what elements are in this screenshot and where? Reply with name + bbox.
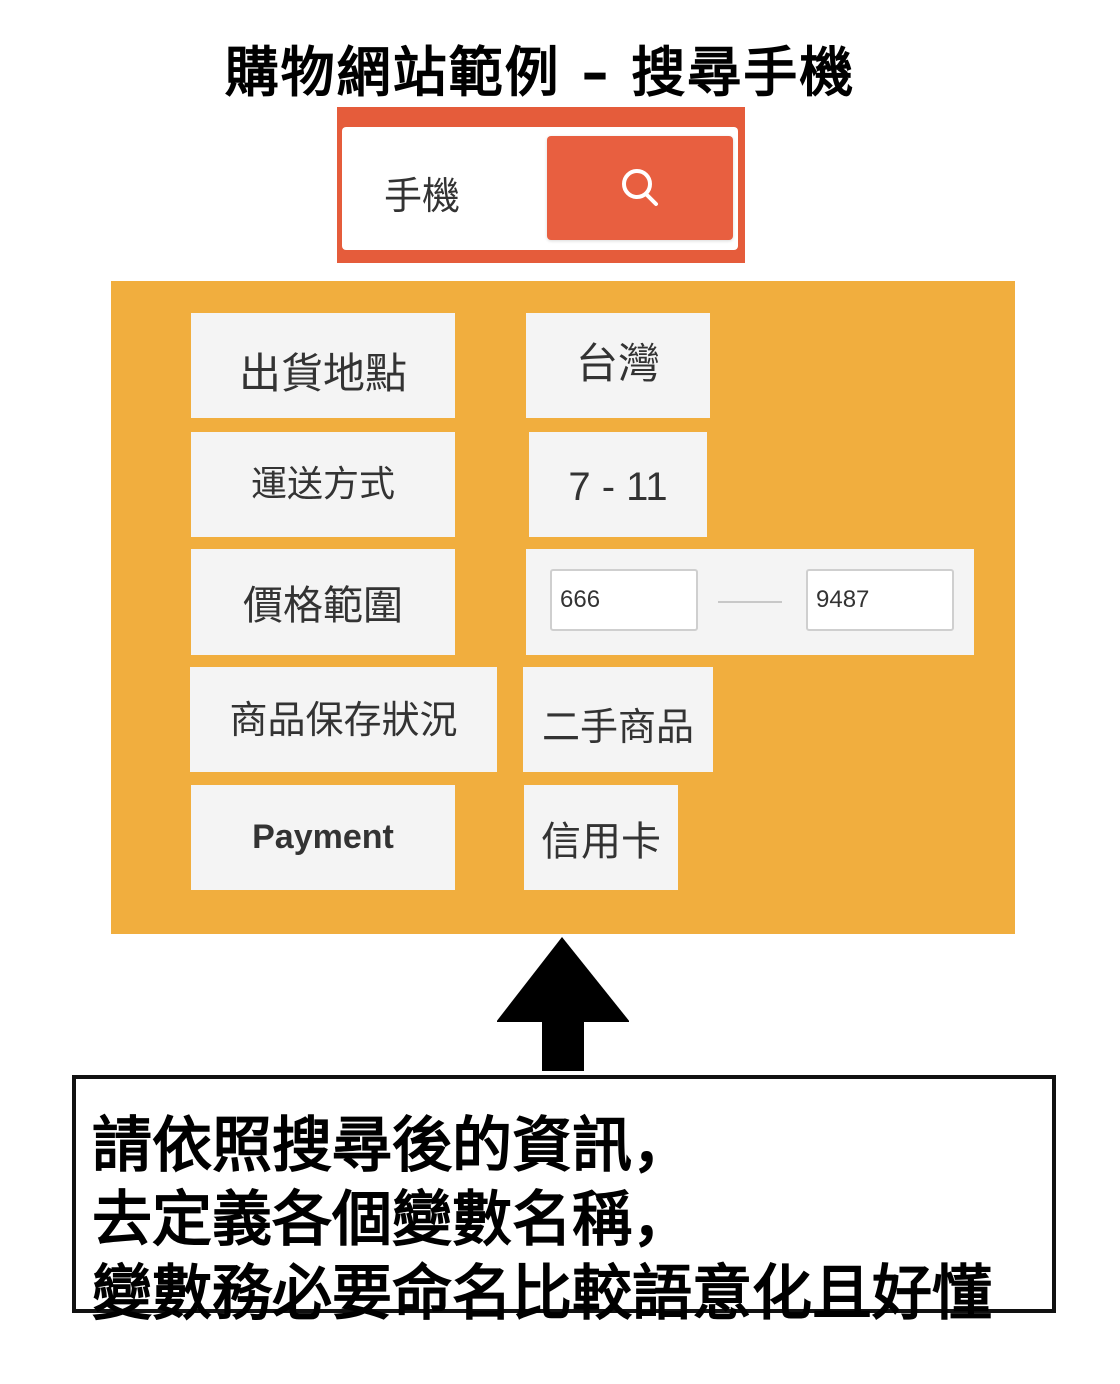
- search-input-container[interactable]: 手機: [342, 127, 738, 250]
- filter-label-ship-from: 出貨地點: [191, 313, 455, 418]
- filter-value-shipping-method[interactable]: 7 - 11: [529, 432, 707, 537]
- filter-value-item-condition[interactable]: 二手商品: [523, 667, 713, 772]
- filter-panel: 出貨地點 台灣 運送方式 7 - 11 價格範圍 666 9487 商品保存狀況…: [111, 281, 1015, 934]
- filter-value-text: 信用卡: [541, 818, 661, 865]
- page-title: 購物網站範例 – 搜尋手機: [224, 41, 856, 104]
- filter-label-text: 出貨地點: [238, 349, 407, 398]
- filter-label-shipping-method: 運送方式: [191, 432, 455, 537]
- range-separator: [718, 601, 782, 603]
- filter-label-item-condition: 商品保存狀況: [190, 667, 497, 772]
- filter-value-price-range: 666 9487: [526, 549, 974, 655]
- filter-label-text: 價格範圍: [243, 583, 403, 629]
- filter-label-text: 商品保存狀況: [229, 698, 458, 742]
- instruction-note: 請依照搜尋後的資訊， 去定義各個變數名稱， 變數務必要命名比較語意化且好懂: [72, 1075, 1056, 1329]
- filter-value-text: 7 - 11: [568, 465, 668, 509]
- search-icon: [622, 169, 658, 206]
- search-bar: 手機: [337, 107, 745, 263]
- arrow-up-icon: [497, 937, 629, 1071]
- search-input[interactable]: 手機: [384, 174, 461, 218]
- filter-value-text: 二手商品: [541, 705, 694, 749]
- price-min-input[interactable]: 666: [550, 569, 698, 631]
- note-line-2: 去定義各個變數名稱，: [92, 1185, 692, 1255]
- note-line-1: 請依照搜尋後的資訊，: [92, 1111, 692, 1181]
- filter-value-ship-from[interactable]: 台灣: [526, 313, 710, 418]
- note-line-3: 變數務必要命名比較語意化且好懂: [92, 1259, 992, 1329]
- filter-label-text: Payment: [252, 818, 394, 856]
- filter-value-payment[interactable]: 信用卡: [524, 785, 678, 890]
- filter-value-text: 台灣: [575, 339, 660, 388]
- filter-label-payment: Payment: [191, 785, 455, 890]
- search-button[interactable]: [547, 136, 733, 240]
- price-max-input[interactable]: 9487: [806, 569, 954, 631]
- filter-label-text: 運送方式: [250, 463, 395, 505]
- filter-label-price-range: 價格範圍: [191, 549, 455, 655]
